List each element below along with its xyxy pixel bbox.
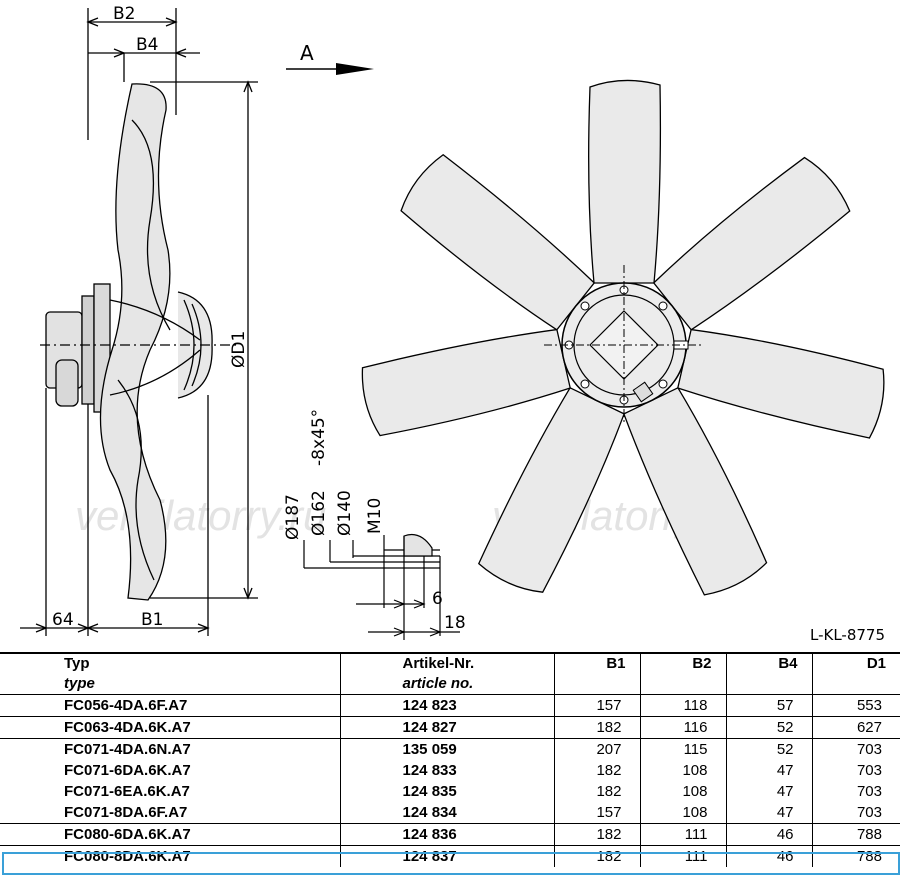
cell-typ: FC071-8DA.6F.A7 [0,802,341,824]
table-row-selected[interactable]: FC080-8DA.6K.A7 124 837 182 111 46 788 [0,845,900,867]
cell-typ: FC080-8DA.6K.A7 [0,845,341,867]
table-row: FC063-4DA.6K.A7 124 827 182 116 52 627 [0,716,900,739]
table-row: FC071-4DA.6N.A7 135 059 207 115 52 703 [0,738,900,760]
cell-b1: 157 [554,694,641,717]
cell-b2: 116 [640,716,727,739]
dim-m10-label: M10 [365,498,385,534]
header-artikel: Artikel-Nr. article no. [340,653,555,695]
table-header-row: Typ type Artikel-Nr. article no. B1 B2 B… [0,653,900,695]
side-view [20,8,258,636]
cell-b2: 111 [640,845,727,867]
cell-b4: 52 [726,716,813,739]
cell-typ: FC071-6EA.6K.A7 [0,781,341,802]
header-b4: B4 [726,653,813,695]
cell-art: 135 059 [340,738,555,760]
cell-art: 124 827 [340,716,555,739]
cell-b1: 182 [554,760,641,781]
cell-art: 124 837 [340,845,555,867]
dim-d1-label: ØD1 [229,331,249,368]
cell-typ: FC056-4DA.6F.A7 [0,694,341,717]
cell-d1: 553 [856,697,882,714]
dim-b4-label: B4 [136,35,158,55]
cell-typ: FC063-4DA.6K.A7 [0,716,341,739]
cell-b1: 182 [554,716,641,739]
dim-dia187-label: Ø187 [283,494,303,540]
dim-6-label: 6 [432,589,443,609]
cell-typ: FC071-6DA.6K.A7 [0,760,341,781]
dim-dia162-label: Ø162 [309,490,329,536]
dim-18-label: 18 [444,613,466,633]
table-row: FC071-6EA.6K.A7 124 835 182 108 47 703 [0,781,900,802]
dim-bolt-label: -8x45° [309,409,329,466]
cell-typ: FC071-4DA.6N.A7 [0,738,341,760]
table-row: FC071-8DA.6F.A7 124 834 157 108 47 703 [0,802,900,824]
fan-technical-drawing: ventilatorry.ru ventilatorry.ru [20,4,891,644]
cell-typ: FC080-6DA.6K.A7 [0,823,341,846]
cell-b2: 108 [640,760,727,781]
cell-b2: 115 [640,738,727,760]
table-row: FC056-4DA.6F.A7 124 823 157 118 57 553 [0,694,900,717]
arrow-a-label: A [300,41,314,65]
cell-art: 124 836 [340,823,555,846]
cell-b2: 108 [640,781,727,802]
view-arrow-a [286,63,374,75]
cell-b4: 47 [726,802,813,824]
cell-b4: 46 [726,823,813,846]
cell-art: 124 834 [340,802,555,824]
cell-d1: 703 [856,783,882,800]
cell-b4: 52 [726,738,813,760]
watermark-left: ventilatorry.ru [75,492,326,539]
dim-dia140-label: Ø140 [335,490,355,536]
drawing-number: L-KL-8775 [810,626,885,644]
cell-b2: 118 [640,694,727,717]
cell-b4: 57 [726,694,813,717]
cell-b1: 182 [554,781,641,802]
table-row: FC071-6DA.6K.A7 124 833 182 108 47 703 [0,760,900,781]
cell-b2: 108 [640,802,727,824]
header-b1: B1 [554,653,641,695]
dim-b2-label: B2 [113,4,135,24]
front-view [357,79,891,600]
cell-art: 124 835 [340,781,555,802]
cell-b1: 182 [554,823,641,846]
cell-b1: 182 [554,845,641,867]
cell-d1: 627 [856,719,882,736]
header-d1: D1 [866,655,886,672]
cell-d1: 788 [856,848,882,865]
cell-art: 124 833 [340,760,555,781]
cell-d1: 703 [856,804,882,821]
cell-b4: 47 [726,760,813,781]
header-typ: Typ type [0,653,341,695]
dimensions-table: Typ type Artikel-Nr. article no. B1 B2 B… [0,652,900,867]
cell-art: 124 823 [340,694,555,717]
flange-detail [303,533,460,640]
table-row: FC080-6DA.6K.A7 124 836 182 111 46 788 [0,823,900,846]
cell-b1: 207 [554,738,641,760]
dim-b1-label: B1 [141,610,163,630]
cell-d1: 788 [856,826,882,843]
header-b2: B2 [640,653,727,695]
cell-b4: 46 [726,845,813,867]
cell-d1: 703 [856,741,882,758]
cell-b1: 157 [554,802,641,824]
dim-64-label: 64 [52,610,74,630]
cell-b2: 111 [640,823,727,846]
cell-b4: 47 [726,781,813,802]
cell-d1: 703 [856,762,882,779]
